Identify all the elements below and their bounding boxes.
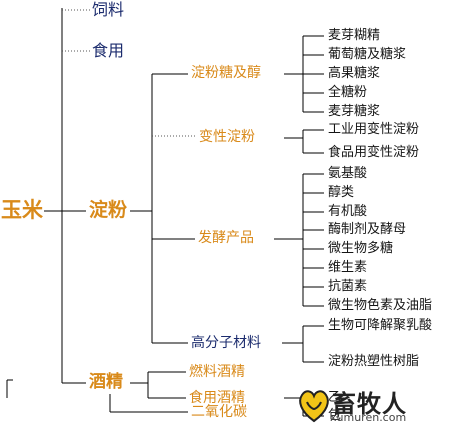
node-edible-alcohol: 食用酒精: [189, 390, 245, 406]
leaf-antibiotics: 抗菌素: [328, 279, 368, 294]
root-node-corn: 玉米: [1, 198, 43, 222]
leaf-enzymes-yeast: 酶制剂及酵母: [328, 222, 407, 237]
node-feed: 饲料: [92, 0, 125, 19]
node-polymer-materials: 高分子材料: [191, 335, 261, 351]
node-modified-starch: 变性淀粉: [199, 129, 255, 145]
node-alcohol: 酒精: [89, 372, 123, 392]
node-starch: 淀粉: [89, 199, 128, 221]
leaf-vitamins: 维生素: [328, 260, 368, 275]
xumuren-watermark-logo: 畜牧人 xumuren.com: [296, 385, 466, 427]
node-starch-sugar-alcohol: 淀粉糖及醇: [191, 65, 261, 81]
leaf-organic-acids: 有机酸: [328, 204, 368, 219]
leaf-industrial-modified-starch: 工业用变性淀粉: [328, 122, 420, 137]
leaf-biodegradable-pla: 生物可降解聚乳酸: [328, 318, 433, 333]
heart-logo-icon: [299, 390, 329, 423]
watermark-text-cn: 畜牧人: [332, 390, 407, 418]
node-fuel-alcohol: 燃料酒精: [189, 364, 245, 380]
leaf-partial-1: 乙: [328, 390, 342, 405]
leaf-whole-sugar-powder: 全糖粉: [328, 85, 368, 100]
leaf-microbial-polysaccharides: 微生物多糖: [328, 241, 394, 256]
node-food: 食用: [92, 41, 125, 60]
leaf-high-fructose-syrup: 高果糖浆: [328, 66, 381, 81]
node-carbon-dioxide: 二氧化碳: [191, 404, 247, 420]
leaf-amino-acids: 氨基酸: [328, 166, 368, 181]
leaf-maltose-syrup: 麦芽糖浆: [328, 104, 381, 119]
watermark-text-en: xumuren.com: [330, 411, 407, 424]
leaf-maltodextrin: 麦芽糊精: [328, 28, 381, 43]
leaf-microbial-pigments-oils: 微生物色素及油脂: [328, 298, 433, 313]
leaf-starch-thermoplastic-resin: 淀粉热塑性树脂: [328, 354, 420, 369]
leaf-food-modified-starch: 食品用变性淀粉: [328, 145, 420, 160]
leaf-alcohols: 醇类: [328, 185, 355, 200]
leaf-partial-2: 包: [328, 408, 342, 423]
node-fermentation-products: 发酵产品: [198, 230, 254, 246]
leaf-glucose-syrup: 葡萄糖及糖浆: [328, 47, 407, 62]
